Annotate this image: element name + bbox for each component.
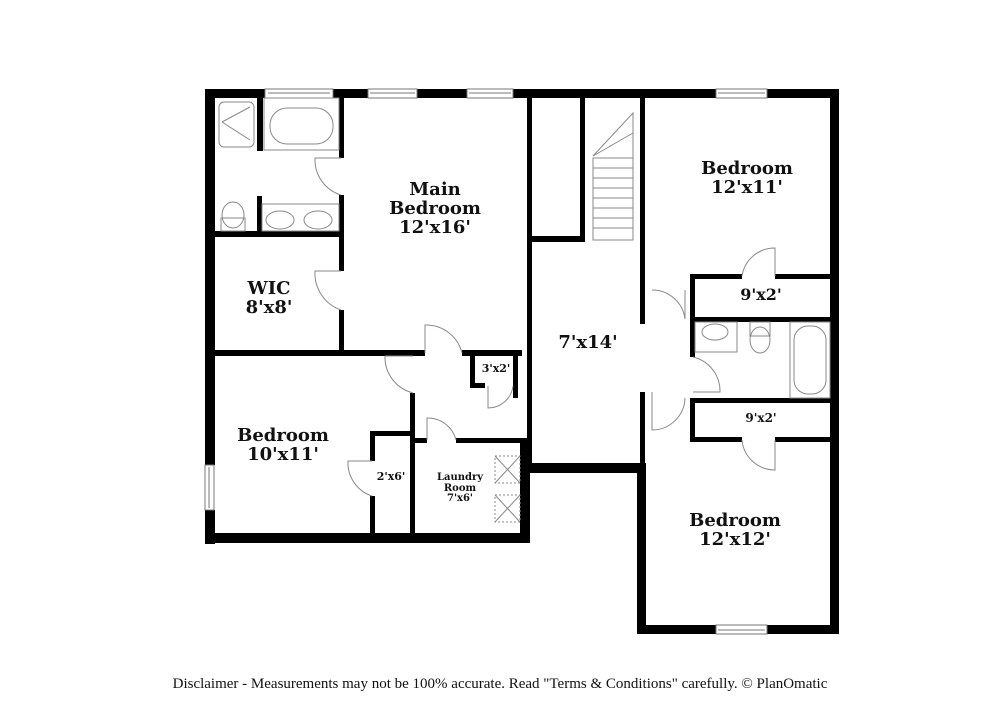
room-label-line: Bedroom (237, 425, 329, 446)
room-label-line: Room (443, 482, 477, 494)
room-label-line: 2'x6' (376, 470, 406, 483)
fixtures (218, 97, 831, 523)
disclaimer: Disclaimer - Measurements may not be 100… (172, 676, 828, 692)
room-label-line: 7'x14' (558, 332, 618, 353)
room-label-line: 7'x6' (446, 493, 473, 504)
room-label-line: Main (409, 179, 461, 200)
room-label-line: 12'x12' (699, 528, 771, 550)
doors (314, 157, 776, 497)
room-label-line: 3'x2' (481, 362, 511, 375)
room-label-hallway: 7'x14' (558, 332, 618, 353)
room-label-line: Bedroom (701, 158, 793, 179)
room-label-closet-ne: 9'x2' (740, 285, 782, 304)
room-label-line: 8'x8' (245, 296, 293, 318)
room-label-line: Laundry (436, 472, 484, 483)
room-label-line: Bedroom (689, 510, 781, 531)
room-label-closet-se: 9'x2' (745, 412, 776, 425)
room-label-line: 9'x2' (740, 285, 782, 304)
room-label-line: 12'x16' (399, 216, 471, 238)
windows (204, 88, 768, 635)
room-label-closet-hall: 3'x2' (482, 363, 511, 375)
room-label-line: WIC (247, 278, 291, 299)
room-label-line: Bedroom (389, 197, 481, 219)
room-label-line: 12'x11' (711, 176, 783, 198)
room-label-line: 9'x2' (745, 411, 777, 425)
room-label-line: 10'x11' (247, 443, 319, 465)
room-label-closet-sw: 2'x6' (377, 471, 406, 483)
walls (205, 89, 839, 634)
